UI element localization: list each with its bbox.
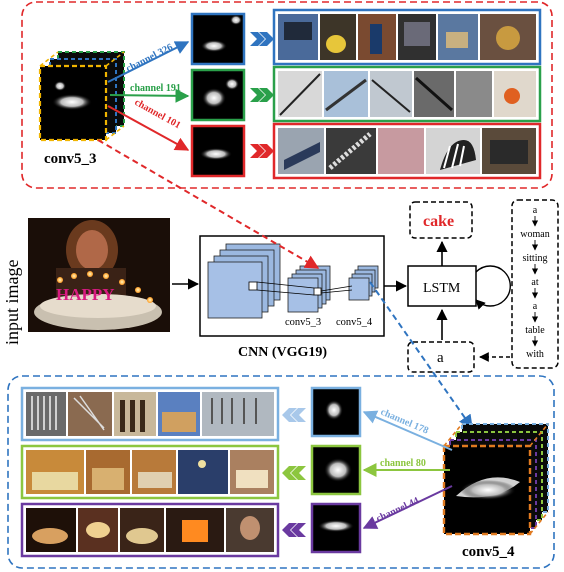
photo-strip-channel-178 xyxy=(20,386,280,442)
heatmap-channel-44 xyxy=(310,502,362,554)
sentence-box xyxy=(511,199,559,369)
channel-80-label: channel 80 xyxy=(380,458,426,469)
sentence-word: at xyxy=(531,277,538,288)
bottom-panel-frame xyxy=(7,375,555,569)
cnn-conv5-3-label: conv5_3 xyxy=(285,317,321,328)
channel-191-label: channel 191 xyxy=(130,83,181,94)
channel-191-arrow xyxy=(109,88,190,103)
chevron-lightgreen-icon xyxy=(282,466,306,480)
conv5-4-cube xyxy=(442,423,549,536)
lstm-box xyxy=(407,265,477,307)
photo-strip-channel-101 xyxy=(272,122,542,180)
input-image-label: input image xyxy=(2,260,22,345)
conv-block-conv5-3 xyxy=(287,265,331,313)
channel-101-arrow xyxy=(107,105,190,151)
cake-letters: HAPPY xyxy=(56,285,115,304)
sentence-word: table xyxy=(525,325,545,336)
heatmap-channel-326 xyxy=(190,12,246,66)
sentence-word: a xyxy=(533,205,538,216)
channel-44-arrow xyxy=(362,485,453,529)
cnn-caption: CNN (VGG19) xyxy=(238,345,327,360)
conv5-3-link xyxy=(97,139,320,269)
photo-strip-channel-191 xyxy=(272,65,542,123)
sentence-word: a xyxy=(533,301,538,312)
sentence-word: woman xyxy=(520,229,549,240)
photo-strip-channel-326 xyxy=(272,8,542,66)
output-word-box xyxy=(409,201,473,239)
lstm-label: LSTM xyxy=(423,281,461,296)
chevron-blue-icon xyxy=(250,32,274,46)
heatmap-channel-178 xyxy=(310,386,362,438)
sentence-words: a woman sitting at a table with xyxy=(520,205,549,360)
conv5-3-cube xyxy=(38,51,125,142)
channel-326-arrow xyxy=(107,41,190,83)
chevron-purple-icon xyxy=(282,523,306,537)
conv5-3-label: conv5_3 xyxy=(44,151,97,167)
cnn-conv5-4-label: conv5_4 xyxy=(336,317,373,328)
sentence-word: sitting xyxy=(522,253,547,264)
conv5-4-label: conv5_4 xyxy=(462,544,515,560)
channel-178-arrow xyxy=(362,410,453,451)
channel-101-label: channel 101 xyxy=(133,97,183,131)
photo-strip-channel-80 xyxy=(20,444,280,500)
channel-326-label: channel 326 xyxy=(124,42,174,75)
output-word: cake xyxy=(423,213,454,230)
lstm-recurrent-loop xyxy=(475,265,511,310)
input-photo: HAPPY xyxy=(28,218,170,332)
heatmap-channel-80 xyxy=(310,444,362,496)
channel-44-label: channel 44 xyxy=(375,495,421,524)
conv-block-conv5-4 xyxy=(348,265,379,301)
chevron-green-icon xyxy=(250,88,274,102)
heatmap-channel-101 xyxy=(190,124,246,178)
sentence-word: with xyxy=(526,349,544,360)
input-word: a xyxy=(437,350,444,366)
photo-strip-channel-44 xyxy=(20,502,280,558)
chevron-red-icon xyxy=(250,144,274,158)
chevron-lightblue-icon xyxy=(282,408,306,422)
heatmap-channel-191 xyxy=(190,68,246,122)
input-word-box xyxy=(407,341,475,373)
